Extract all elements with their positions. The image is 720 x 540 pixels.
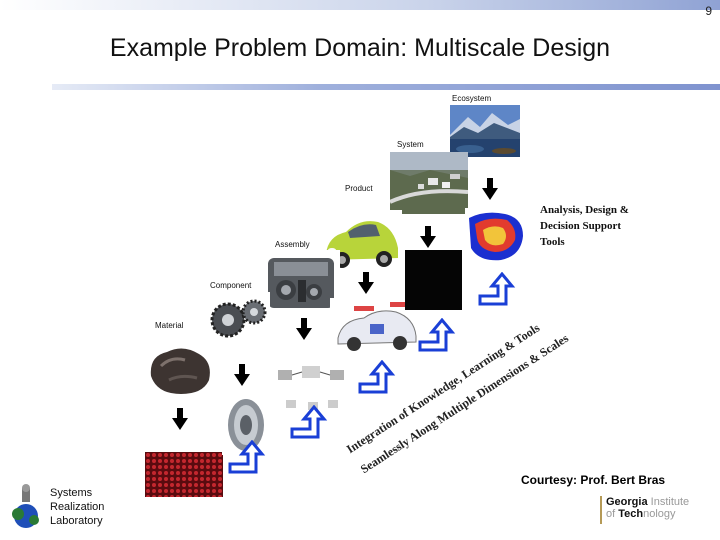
top-gradient-bar <box>0 0 720 10</box>
gt-word-tech: Tech <box>618 508 644 520</box>
down-arrow-icon <box>358 272 374 294</box>
bent-up-arrow-icon <box>228 440 266 474</box>
label-assembly: Assembly <box>275 240 310 249</box>
bent-up-arrow-icon <box>290 405 328 439</box>
ecosystem-image <box>450 105 520 157</box>
gt-word-institute: Institute <box>650 496 690 508</box>
down-arrow-icon <box>482 178 498 200</box>
srl-line-2: Realization <box>50 501 105 513</box>
srl-logo-icon <box>12 484 39 528</box>
fea-heatmap-image <box>465 208 527 264</box>
analysis-tools-text: Analysis, Design & Decision Support Tool… <box>540 202 650 250</box>
bent-up-arrow-icon <box>418 318 456 352</box>
assembly-engine-image <box>262 250 340 316</box>
georgia-tech-logo: Georgia Institute of Technology <box>600 496 710 524</box>
bent-up-arrow-icon <box>478 272 516 306</box>
srl-line-3: Laboratory <box>50 515 103 527</box>
gt-word-georgia: Georgia <box>606 496 648 508</box>
label-ecosystem: Ecosystem <box>452 94 492 103</box>
system-image <box>390 152 468 214</box>
slide-title: Example Problem Domain: Multiscale Desig… <box>109 34 611 62</box>
gt-word-nology: nology <box>643 508 676 520</box>
srl-text: Systems Realization Laboratory <box>50 486 104 528</box>
gt-logo-bar <box>600 496 602 524</box>
title-underline <box>52 84 720 90</box>
analysis-line-3: Tools <box>540 236 565 248</box>
srl-line-1: Systems <box>50 487 93 499</box>
analysis-line-1: Analysis, Design & <box>540 204 629 216</box>
label-product: Product <box>345 184 373 193</box>
down-arrow-icon <box>234 364 250 386</box>
component-gears-image <box>208 292 270 342</box>
label-system: System <box>397 140 424 149</box>
gt-word-of: of <box>606 508 616 520</box>
courtesy-text: Courtesy: Prof. Bert Bras <box>521 473 666 487</box>
down-arrow-icon <box>420 226 436 248</box>
label-component: Component <box>210 281 252 290</box>
microstructure-image <box>145 452 223 497</box>
bearing-image <box>222 395 270 455</box>
page-number: 9 <box>705 4 712 18</box>
analysis-line-2: Decision Support <box>540 220 621 232</box>
dark-display-panel <box>405 250 462 310</box>
material-rock-image <box>145 340 215 400</box>
label-material: Material <box>155 321 184 330</box>
down-arrow-icon <box>296 318 312 340</box>
down-arrow-icon <box>172 408 188 430</box>
bent-up-arrow-icon <box>358 360 396 394</box>
